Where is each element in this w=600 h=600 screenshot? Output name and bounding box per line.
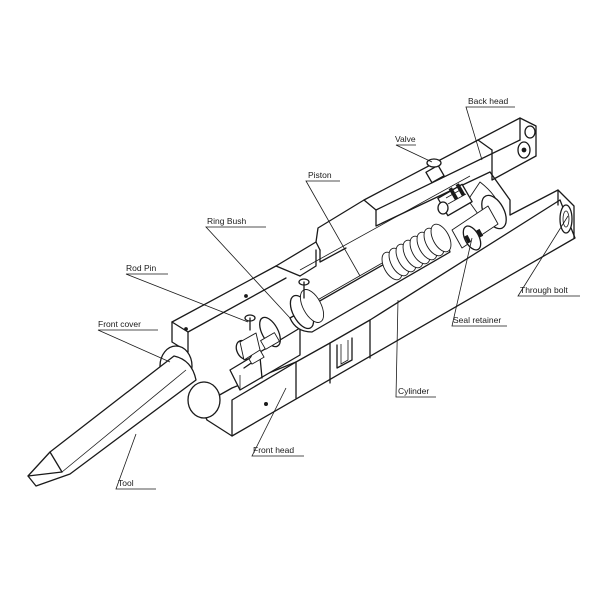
leader-through-bolt bbox=[517, 215, 580, 297]
label-through-bolt: Through bolt bbox=[520, 285, 568, 295]
tool bbox=[27, 355, 197, 487]
leader-cylinder bbox=[395, 299, 436, 398]
leader-tool bbox=[115, 433, 156, 490]
label-valve: Valve bbox=[395, 134, 416, 144]
cylinder-body bbox=[206, 189, 576, 437]
label-ring-bush: Ring Bush bbox=[207, 216, 246, 226]
label-back-head: Back head bbox=[468, 96, 508, 106]
rod-pin bbox=[235, 278, 310, 361]
leader-front-cover bbox=[97, 329, 171, 363]
leader-seal-retainer bbox=[451, 237, 507, 327]
label-rod-pin: Rod Pin bbox=[126, 263, 157, 273]
valve bbox=[425, 158, 473, 217]
label-tool: Tool bbox=[118, 478, 134, 488]
labels: Back head Valve Piston Ring Bush Rod Pin… bbox=[98, 96, 568, 488]
piston bbox=[289, 194, 507, 333]
leader-ring-bush bbox=[205, 226, 291, 319]
label-piston: Piston bbox=[308, 170, 332, 180]
label-front-cover: Front cover bbox=[98, 319, 141, 329]
label-front-head: Front head bbox=[253, 445, 294, 455]
label-cylinder: Cylinder bbox=[398, 386, 429, 396]
piston-rings bbox=[381, 223, 452, 281]
leader-piston bbox=[305, 180, 361, 277]
leader-lines bbox=[97, 106, 580, 490]
ring-bush bbox=[259, 289, 325, 350]
leader-front-head bbox=[251, 387, 304, 457]
leader-valve bbox=[395, 144, 433, 163]
leader-rod-pin bbox=[125, 273, 249, 323]
label-seal-retainer: Seal retainer bbox=[453, 315, 501, 325]
leader-back-head bbox=[465, 106, 515, 161]
